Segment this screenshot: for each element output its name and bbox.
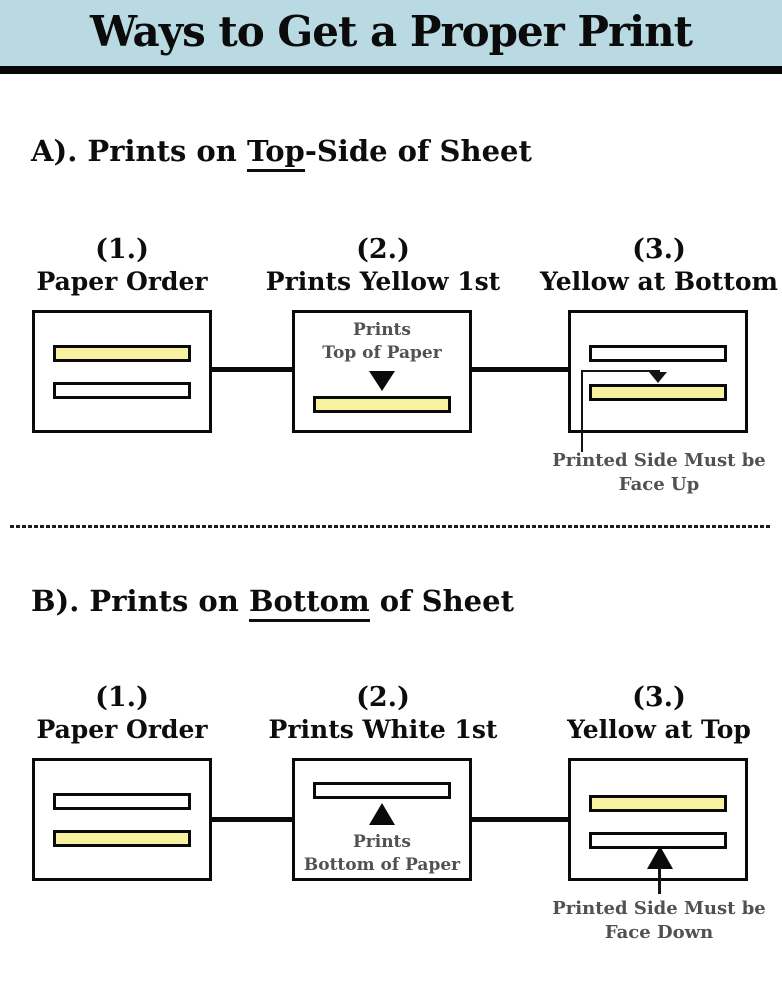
panel-a1-number: (1.) bbox=[95, 234, 149, 265]
panel-a3-title: Yellow at Bottom bbox=[540, 267, 778, 296]
paper-bar bbox=[313, 396, 451, 413]
panel-a1-label: (1.) Paper Order bbox=[0, 234, 272, 298]
panel-b2-label: (2.) Prints White 1st bbox=[233, 682, 533, 746]
arrow-up-icon bbox=[647, 846, 673, 869]
panel-b3-label: (3.) Yellow at Top bbox=[509, 682, 782, 746]
caption-line2: Face Up bbox=[618, 474, 700, 495]
section-a-heading-suffix: -Side of Sheet bbox=[304, 134, 532, 168]
caption-line2: Face Down bbox=[604, 922, 714, 943]
panel-b3-number: (3.) bbox=[632, 682, 686, 713]
arrow-down-icon bbox=[369, 371, 395, 391]
print-note-line1: Prints bbox=[353, 832, 411, 852]
printer-stage-box-a: Prints Top of Paper bbox=[292, 310, 472, 433]
section-a-heading: A). Prints on Top-Side of Sheet bbox=[31, 134, 532, 172]
section-b-heading: B). Prints on Bottom of Sheet bbox=[31, 584, 514, 622]
caption-line1: Printed Side Must be bbox=[552, 898, 766, 919]
caption-face-down: Printed Side Must be Face Down bbox=[509, 897, 782, 945]
print-note-line1: Prints bbox=[353, 320, 411, 340]
panel-a2-label: (2.) Prints Yellow 1st bbox=[233, 234, 533, 298]
arrow-down-icon bbox=[649, 372, 667, 383]
connector-line bbox=[210, 817, 294, 822]
section-a-heading-underlined-word: Top bbox=[246, 134, 305, 172]
header-banner: Ways to Get a Proper Print bbox=[0, 0, 782, 74]
paper-bar bbox=[53, 382, 191, 399]
connector-line bbox=[210, 367, 294, 372]
section-b-heading-suffix: of Sheet bbox=[369, 584, 514, 618]
print-note-line2: Top of Paper bbox=[322, 343, 442, 363]
panel-a1-title: Paper Order bbox=[36, 267, 208, 296]
paper-bar bbox=[589, 345, 727, 362]
panel-b3-title: Yellow at Top bbox=[567, 715, 751, 744]
panel-b1-label: (1.) Paper Order bbox=[0, 682, 272, 746]
paper-bar bbox=[313, 782, 451, 799]
connector-line bbox=[471, 367, 570, 372]
paper-bar bbox=[53, 345, 191, 362]
paper-bar bbox=[53, 830, 191, 847]
panel-b1-title: Paper Order bbox=[36, 715, 208, 744]
paper-bar bbox=[589, 795, 727, 812]
connector-line bbox=[471, 817, 570, 822]
caption-line1: Printed Side Must be bbox=[552, 450, 766, 471]
section-divider bbox=[10, 525, 772, 528]
panel-b2-title: Prints White 1st bbox=[268, 715, 498, 744]
page-title: Ways to Get a Proper Print bbox=[89, 7, 693, 56]
panel-a2-title: Prints Yellow 1st bbox=[265, 267, 501, 296]
arrow-line-vertical bbox=[658, 868, 661, 894]
arrow-up-icon bbox=[369, 803, 395, 825]
panel-a2-number: (2.) bbox=[356, 234, 410, 265]
panel-b2-number: (2.) bbox=[356, 682, 410, 713]
paper-bar bbox=[589, 384, 727, 401]
leader-line-vertical bbox=[581, 370, 583, 452]
section-a-heading-prefix: A). Prints on bbox=[31, 134, 247, 168]
section-b-heading-prefix: B). Prints on bbox=[31, 584, 249, 618]
caption-face-up: Printed Side Must be Face Up bbox=[509, 449, 782, 497]
paper-order-box-a bbox=[32, 310, 212, 433]
section-b-heading-underlined-word: Bottom bbox=[248, 584, 370, 622]
paper-order-box-b bbox=[32, 758, 212, 881]
print-note-line2: Bottom of Paper bbox=[303, 855, 461, 875]
leader-line-horizontal bbox=[581, 370, 660, 372]
paper-bar bbox=[53, 793, 191, 810]
panel-a3-label: (3.) Yellow at Bottom bbox=[509, 234, 782, 298]
panel-b1-number: (1.) bbox=[95, 682, 149, 713]
printer-stage-box-b: Prints Bottom of Paper bbox=[292, 758, 472, 881]
panel-a3-number: (3.) bbox=[632, 234, 686, 265]
